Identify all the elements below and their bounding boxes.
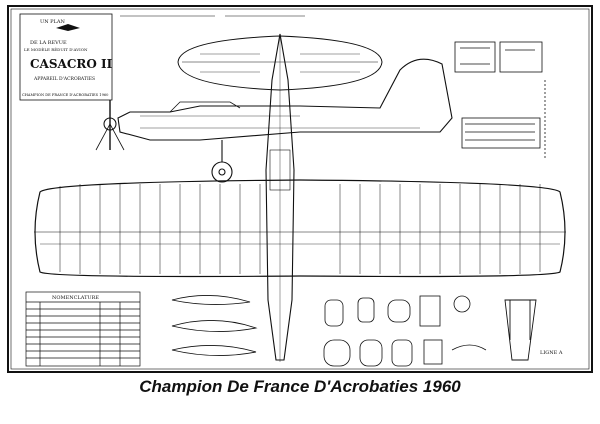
detail-ligne-a: LIGNE A [504, 299, 563, 361]
title-line3: LE MODÈLE RÉDUIT D'AVION [24, 47, 88, 52]
sheet-border [7, 5, 593, 373]
title-line2: DE LA REVUE [30, 40, 67, 46]
title-line1: UN PLAN [40, 19, 65, 25]
logo-icon [56, 24, 80, 31]
nomenclature-table: NOMENCLATURE [25, 291, 141, 367]
detail-label: LIGNE A [540, 350, 563, 356]
caption: Champion De France D'Acrobaties 1960 [139, 377, 461, 396]
plane-name: CASACRO II [30, 57, 113, 71]
part-templates [323, 295, 487, 367]
rib-templates [171, 295, 258, 356]
nomenclature-header: NOMENCLATURE [52, 295, 99, 301]
fuselage-top-view [265, 33, 295, 362]
title-line4: APPAREIL D'ACROBATIES [33, 76, 95, 82]
main-wing-plan [34, 179, 566, 278]
title-block: UN PLAN DE LA REVUE LE MODÈLE RÉDUIT D'A… [19, 13, 113, 101]
detail-views-right [454, 41, 546, 160]
fuselage-side-view [95, 58, 453, 183]
title-line5: CHAMPION DE FRANCE D'ACROBATIES 1960 [22, 93, 109, 97]
